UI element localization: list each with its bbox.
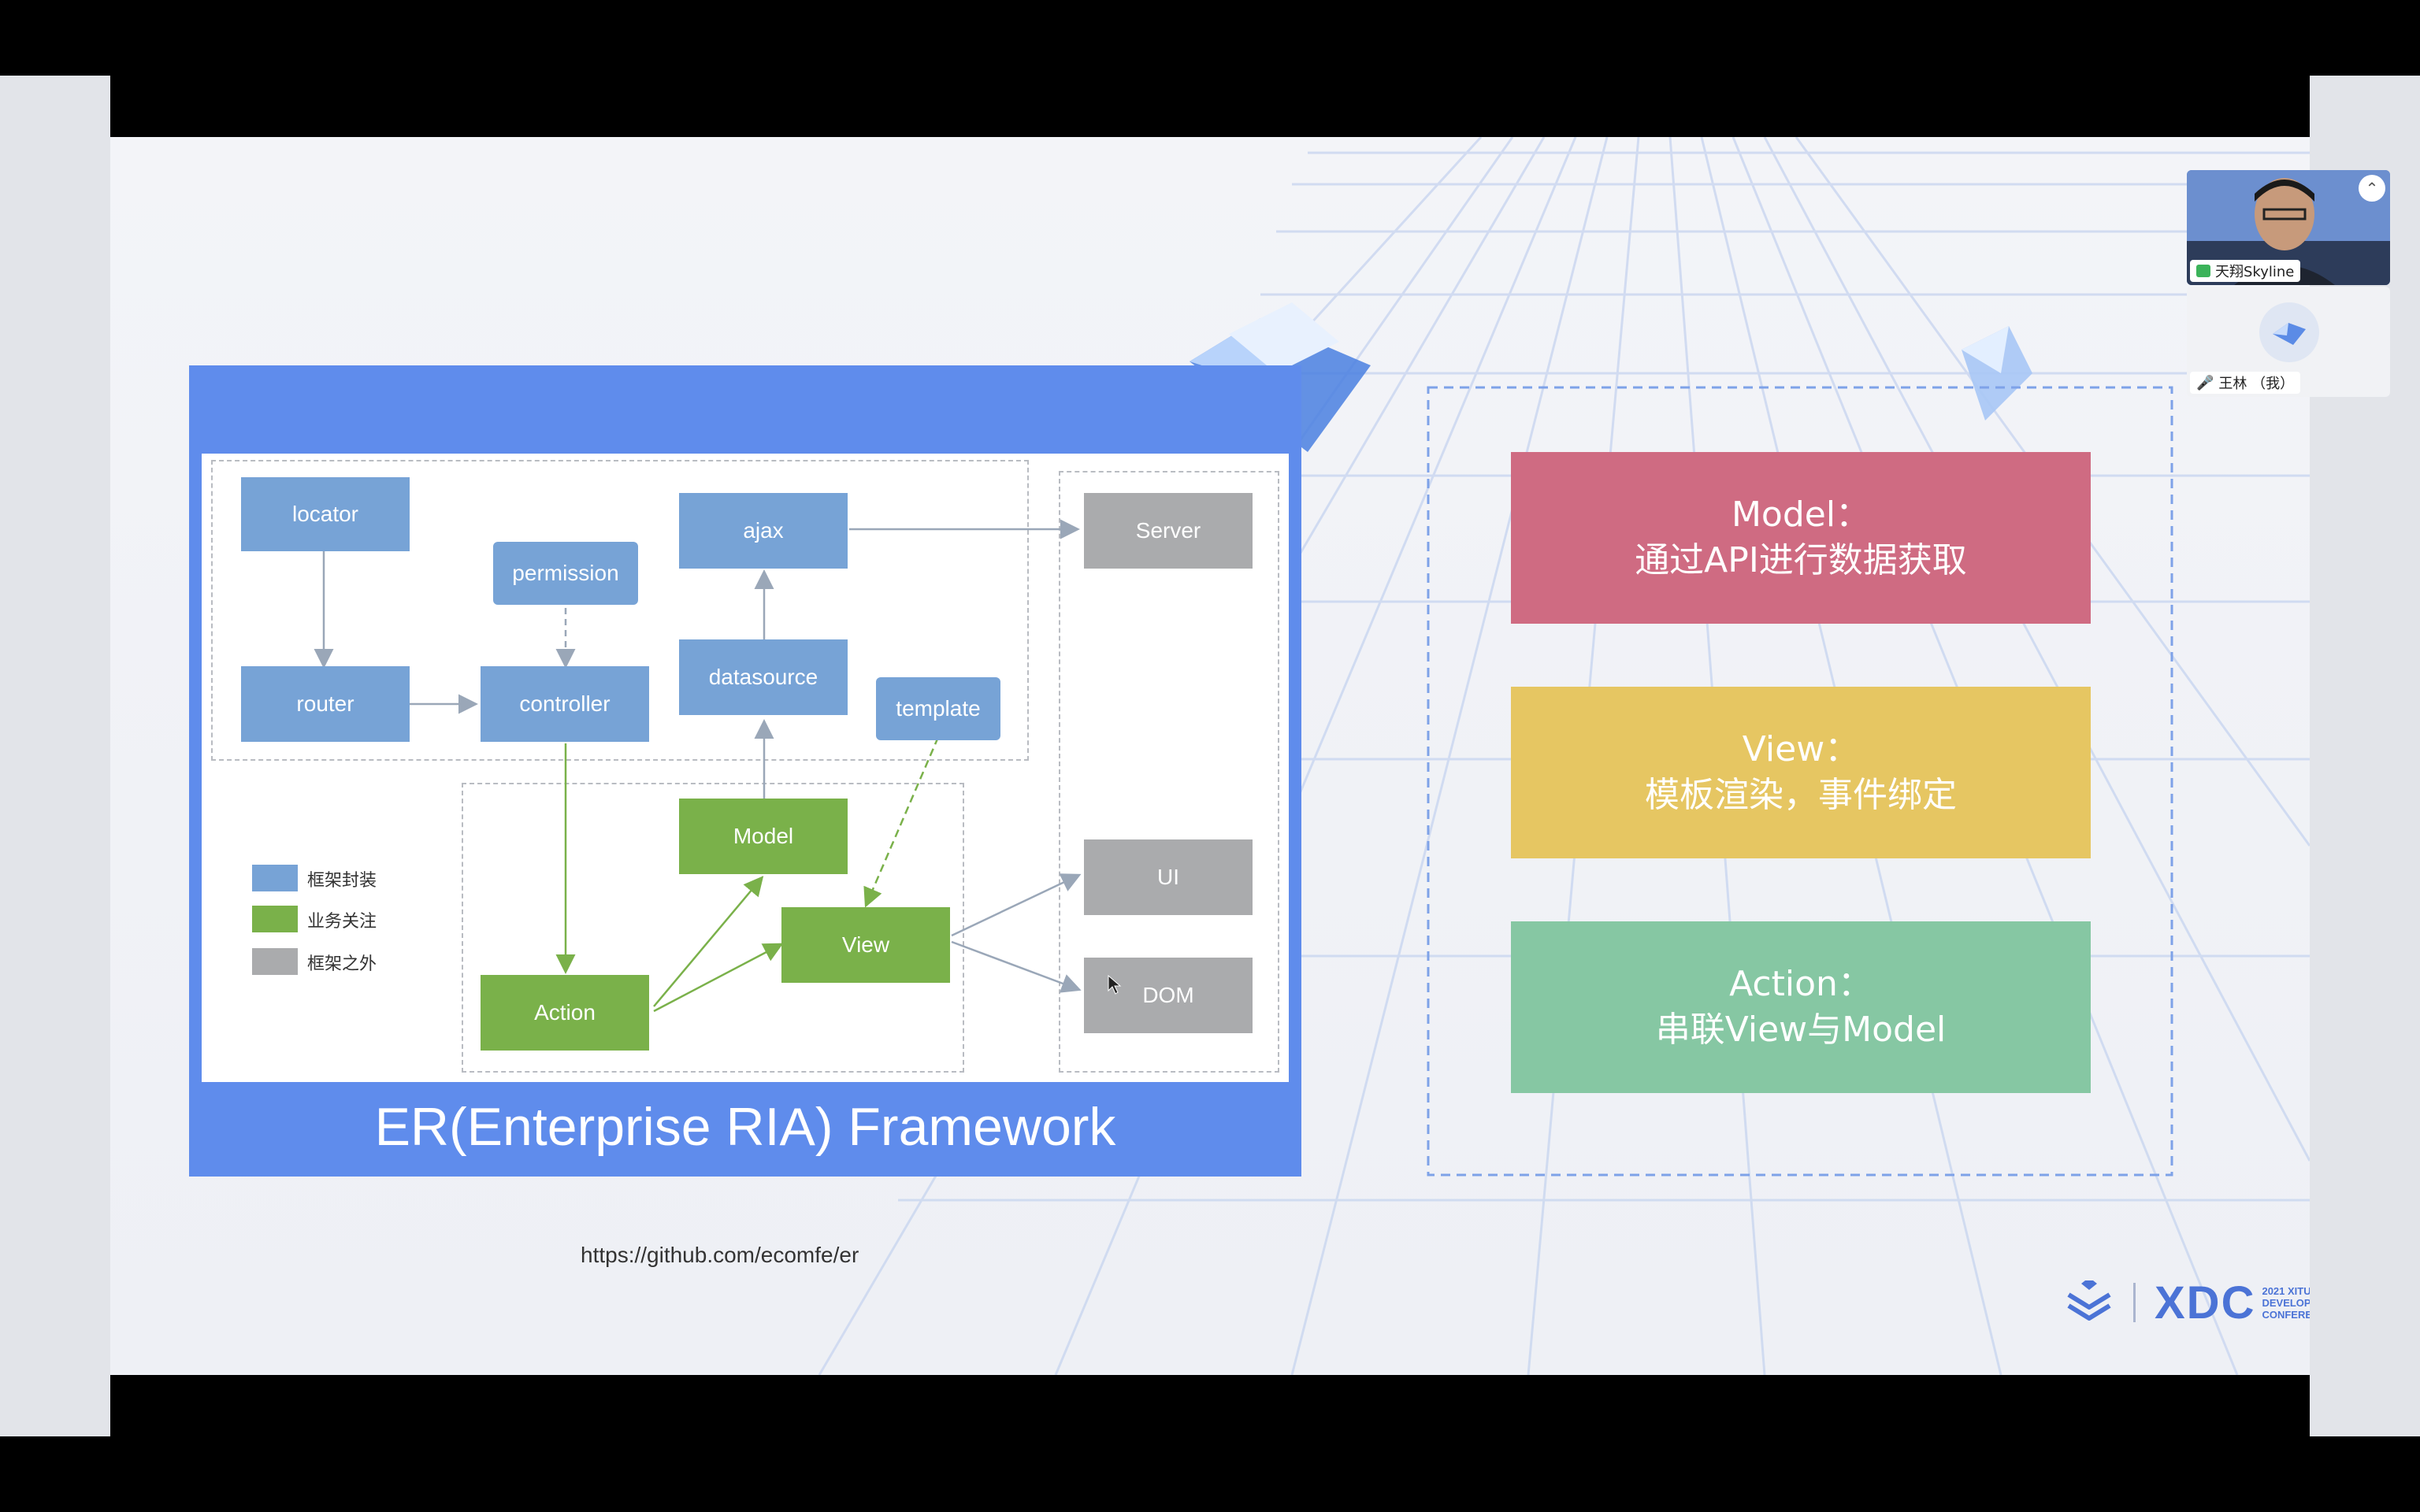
permission-box: permission: [493, 542, 638, 605]
left-window-strip: [0, 76, 110, 1436]
view-card-title: View：: [1742, 729, 1860, 769]
er-framework-diagram: locator permission ajax Server router co…: [189, 365, 1301, 1177]
participant-tile-self[interactable]: 🎤 王林 （我）: [2187, 287, 2390, 397]
xdc-logo-icon: [2067, 1280, 2111, 1321]
diagram-arrows: [314, 519, 1082, 1013]
view-box: View: [781, 907, 950, 983]
diagram-title: ER(Enterprise RIA) Framework: [374, 1097, 1116, 1157]
external-group-border: [1059, 471, 1279, 1073]
xdc-wordmark: XDC: [2155, 1277, 2256, 1329]
business-group-border: [462, 783, 964, 1073]
model-card-title: Model：: [1731, 495, 1871, 535]
collapse-video-button[interactable]: ⌃: [2359, 175, 2385, 202]
avatar-crystal-icon: [2273, 323, 2306, 345]
dom-box: DOM: [1084, 958, 1253, 1033]
framework-group-border: [211, 460, 1029, 761]
participant-tile-skyline[interactable]: ⌃ 天翔Skyline: [2187, 170, 2390, 285]
model-card-desc: 通过API进行数据获取: [1635, 540, 1967, 580]
diagram-canvas: locator permission ajax Server router co…: [202, 454, 1289, 1082]
view-card-desc: 模板渲染，事件绑定: [1645, 775, 1957, 815]
self-name-tag: 🎤 王林 （我）: [2190, 372, 2301, 394]
participant-name-tag: 天翔Skyline: [2190, 260, 2301, 282]
legend-label-business: 业务关注: [307, 912, 377, 932]
conference-line-1: 2021 XITU: [2262, 1284, 2310, 1297]
legend-swatch-business: [252, 906, 298, 932]
legend-label-external: 框架之外: [307, 954, 377, 974]
participant-name: 天翔Skyline: [2215, 264, 2295, 280]
conference-line-2: DEVELOPERS: [2262, 1296, 2310, 1309]
legend-swatch-framework: [252, 865, 298, 891]
audio-active-icon: [2196, 265, 2210, 277]
shared-slide: locator permission ajax Server router co…: [110, 137, 2310, 1375]
github-url: https://github.com/ecomfe/er: [581, 1243, 859, 1267]
ajax-box: ajax: [679, 493, 848, 569]
crystal-decoration-right: [1962, 326, 2032, 421]
self-avatar: [2259, 302, 2319, 362]
conference-label: 2021 XITU DEVELOPERS CONFERENCE: [2262, 1285, 2310, 1321]
view-card: View： 模板渲染，事件绑定: [1511, 687, 2091, 858]
conference-line-3: CONFERENCE: [2262, 1308, 2310, 1321]
branding-divider: [2133, 1283, 2136, 1322]
router-box: router: [241, 666, 410, 742]
template-box: template: [876, 677, 1000, 740]
action-card-desc: 串联View与Model: [1655, 1010, 1947, 1050]
model-box: Model: [679, 799, 848, 874]
perspective-grid-background: [818, 137, 2310, 1375]
datasource-box: datasource: [679, 639, 848, 715]
model-card: Model： 通过API进行数据获取: [1511, 452, 2091, 624]
legend-label-framework: 框架封装: [307, 871, 377, 891]
action-card-title: Action：: [1729, 964, 1873, 1004]
action-card: Action： 串联View与Model: [1511, 921, 2091, 1093]
ui-box: UI: [1084, 839, 1253, 915]
action-box: Action: [481, 975, 649, 1051]
locator-box: locator: [241, 477, 410, 551]
xdc-branding: XDC 2021 XITU DEVELOPERS CONFERENCE: [2064, 1271, 2310, 1334]
mouse-cursor-icon: [1108, 975, 1122, 995]
self-name: 王林 （我）: [2218, 376, 2295, 392]
microphone-muted-icon: 🎤: [2196, 374, 2214, 391]
chevron-up-icon: ⌃: [2365, 179, 2379, 198]
server-box: Server: [1084, 493, 1253, 569]
controller-box: controller: [481, 666, 649, 742]
legend-swatch-external: [252, 948, 298, 975]
